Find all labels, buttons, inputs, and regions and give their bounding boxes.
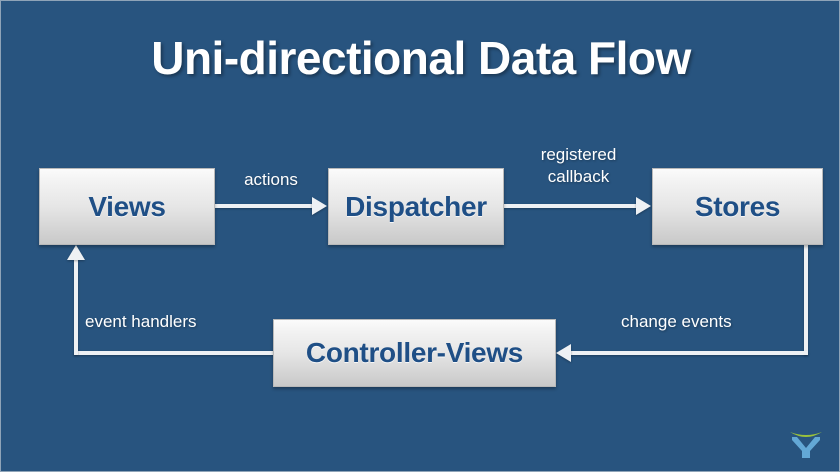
edge-label-registered-callback: registered callback	[540, 145, 617, 186]
connector-views-to-dispatcher	[215, 204, 314, 208]
logo-arc-icon	[790, 432, 822, 437]
logo-x-mark-icon	[792, 437, 820, 458]
arrowhead-views-to-dispatcher	[312, 197, 327, 215]
connector-stores-down	[804, 245, 808, 355]
arrowhead-stores-to-controller	[556, 344, 571, 362]
edge-label-actions: actions	[244, 170, 298, 189]
edge-label-event-handlers: event handlers	[85, 312, 197, 331]
connector-dispatcher-to-stores	[504, 204, 638, 208]
node-dispatcher[interactable]: Dispatcher	[328, 168, 504, 245]
node-controller-views-label: Controller-Views	[305, 337, 524, 368]
x-logo	[790, 432, 822, 458]
node-stores-label: Stores	[694, 190, 781, 222]
page-title: Uni-directional Data Flow	[151, 32, 691, 84]
connector-controller-to-views	[74, 351, 277, 355]
node-controller-views[interactable]: Controller-Views	[273, 319, 556, 387]
arrowhead-controller-to-views	[67, 245, 85, 260]
node-dispatcher-label: Dispatcher	[345, 190, 487, 222]
node-stores[interactable]: Stores	[652, 168, 823, 245]
connector-stores-to-controller	[571, 351, 808, 355]
arrowhead-dispatcher-to-stores	[636, 197, 651, 215]
connector-controller-up	[74, 259, 78, 355]
node-views[interactable]: Views	[39, 168, 215, 245]
node-views-label: Views	[88, 190, 166, 222]
edge-label-change-events: change events	[621, 312, 732, 331]
